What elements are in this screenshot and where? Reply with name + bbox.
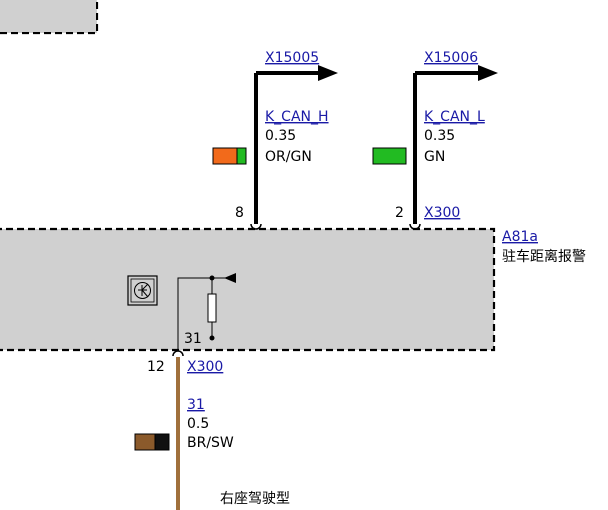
signal-link-k-can-h[interactable]: K_CAN_H [265,109,329,125]
sensor-icon [127,275,158,306]
pin-number-bottom: 12 [147,359,165,375]
resistor-icon [207,293,217,323]
pin-terminal-icon [409,223,421,230]
wire-gauge-bottom: 0.5 [187,416,209,432]
upper-module-fill [0,0,96,32]
connector-link-x300-top[interactable]: X300 [424,205,460,221]
wire-color-swatch-right [372,147,407,165]
pin-terminal-icon [250,223,262,230]
module-ground-pin: 31 [184,331,202,347]
connector-link-x15005[interactable]: X15005 [265,50,319,66]
signal-link-31[interactable]: 31 [187,397,205,413]
pin-terminal-icon [172,350,184,357]
arrow-right-icon [318,65,338,81]
wire-color-code-left: OR/GN [265,149,312,165]
module-box [0,227,496,352]
internal-ground-line [177,277,234,350]
arrow-left-icon [224,273,236,283]
connector-link-x300-bottom[interactable]: X300 [187,359,223,375]
wire-gauge-left: 0.35 [265,128,296,144]
pin-number-left: 8 [235,205,244,221]
connector-link-x15006[interactable]: X15006 [424,50,478,66]
module-id-link[interactable]: A81a [502,229,538,245]
module-name: 驻车距离报警 [502,248,586,265]
pin-number-right: 2 [395,205,404,221]
arrow-right-icon [478,65,498,81]
wire-color-swatch-left [212,147,247,165]
wire-color-swatch-bottom [134,433,170,451]
wire-color-code-right: GN [424,149,445,165]
wire-gauge-right: 0.35 [424,128,455,144]
junction-dot [209,335,215,341]
wire-color-code-bottom: BR/SW [187,435,234,451]
signal-link-k-can-l[interactable]: K_CAN_L [424,109,485,125]
footer-note: 右座驾驶型 [220,491,290,507]
